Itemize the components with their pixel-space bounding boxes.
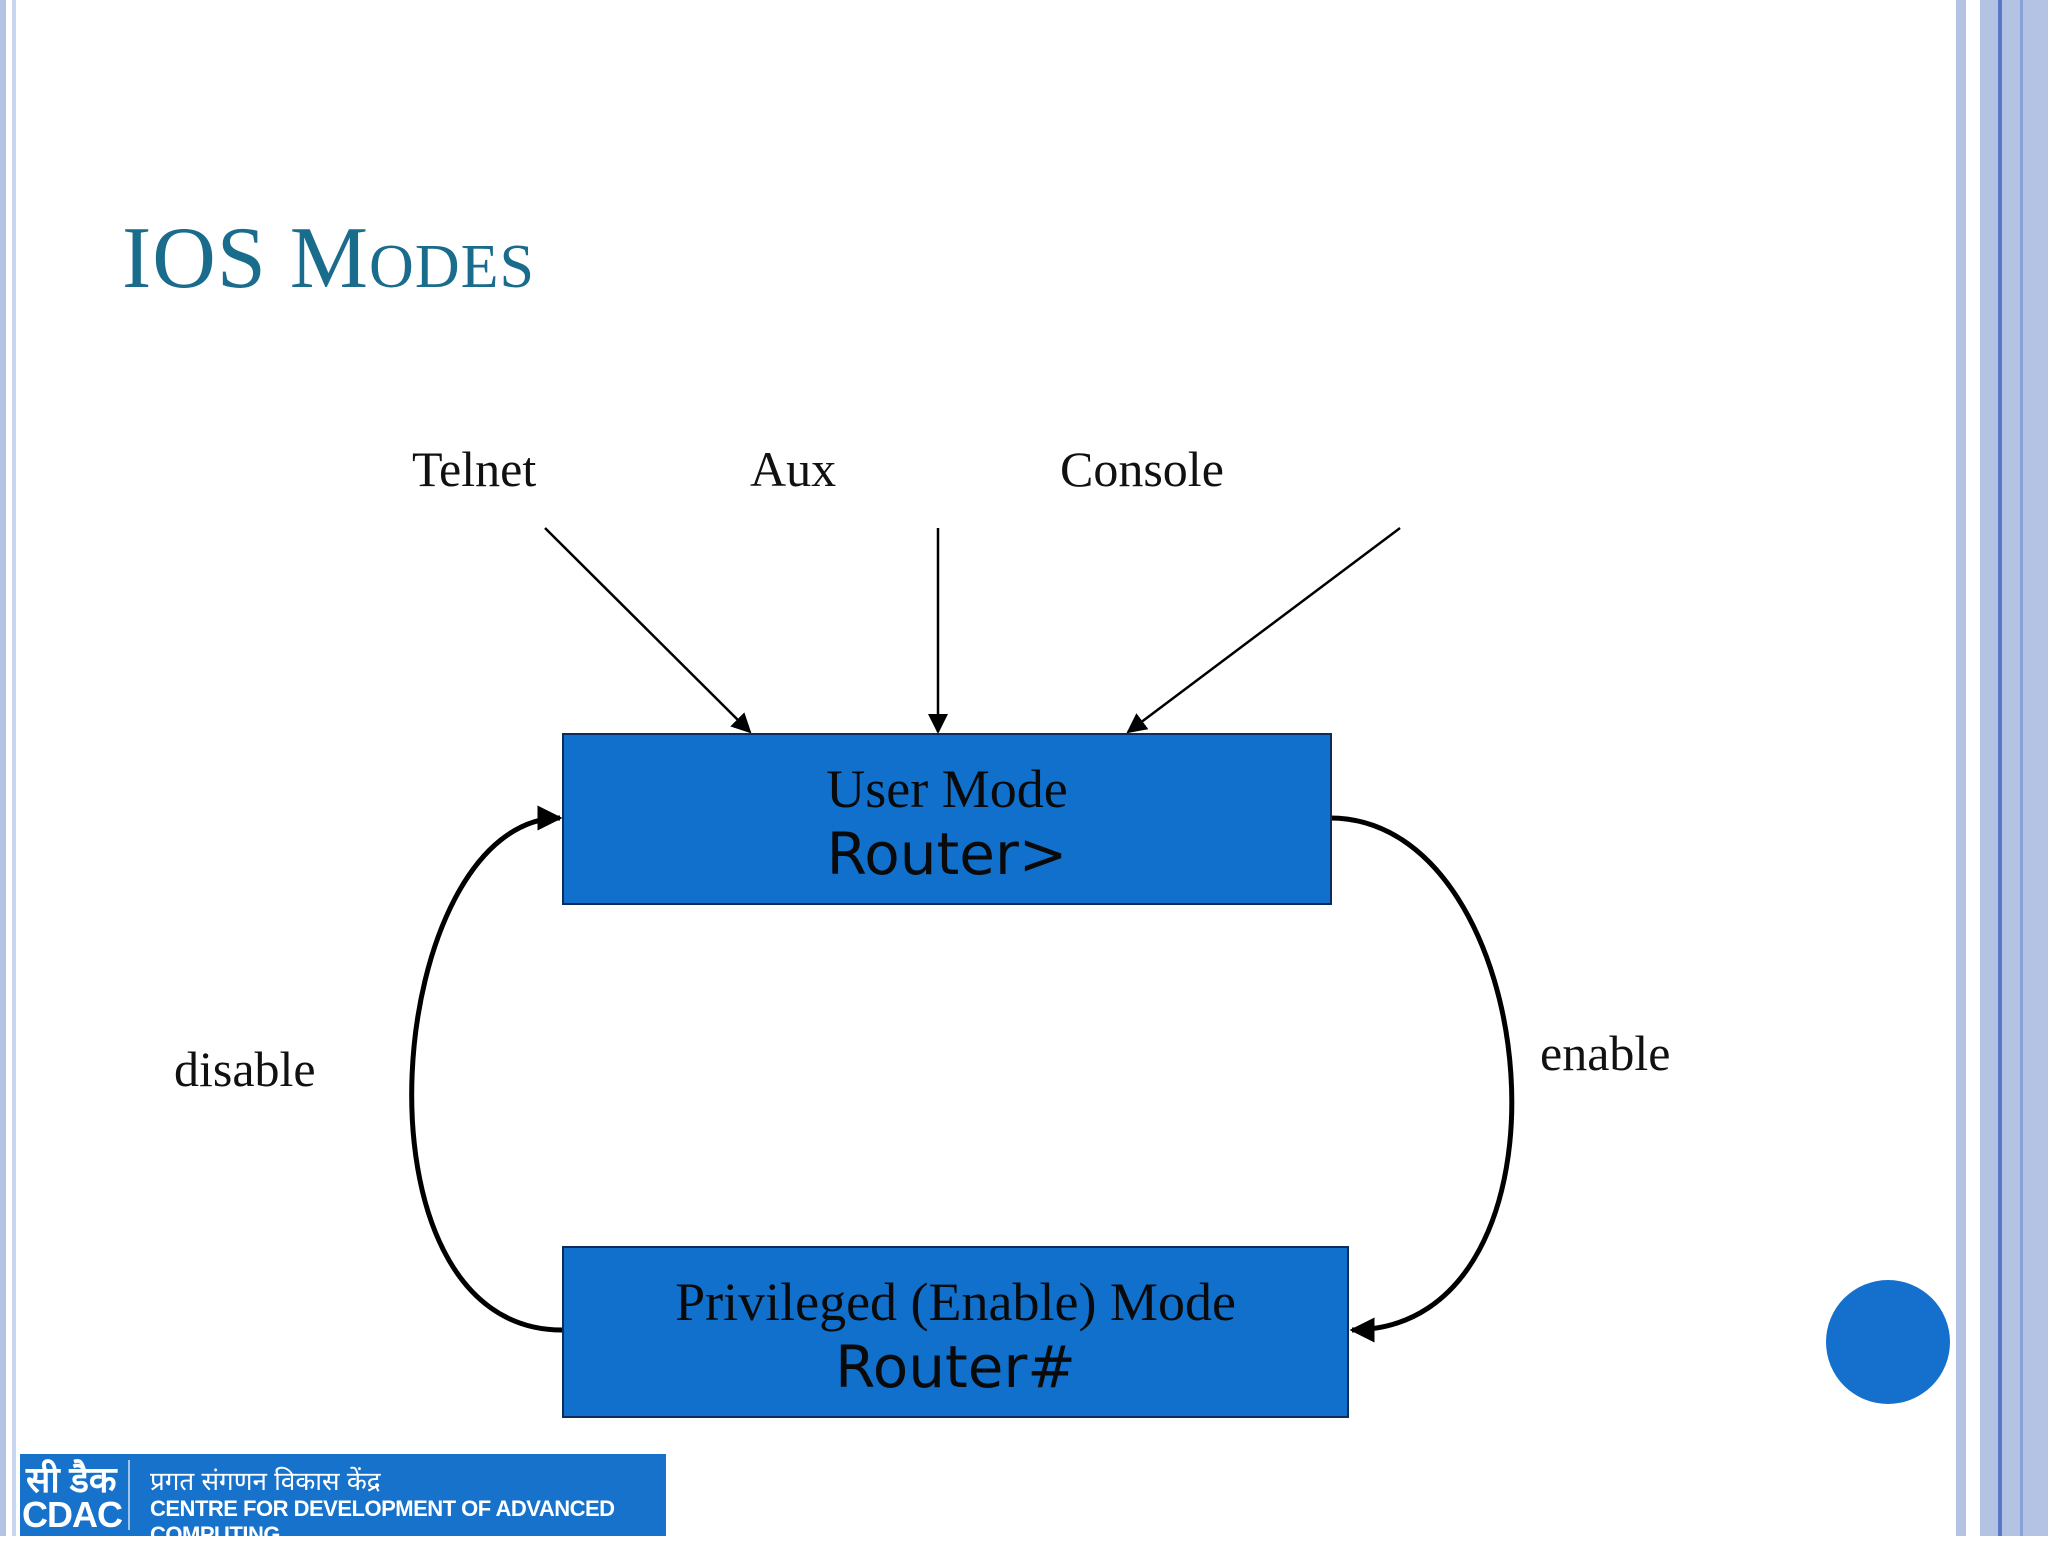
enable-label: enable <box>1540 1025 1671 1081</box>
telnet-label: Telnet <box>412 441 537 497</box>
aux-label: Aux <box>750 441 837 497</box>
right-border-rule <box>1998 0 2002 1536</box>
user-mode-box: User Mode Router> <box>562 733 1332 905</box>
privileged-mode-name: Privileged (Enable) Mode <box>675 1272 1236 1332</box>
accent-dot <box>1826 1280 1950 1404</box>
cdac-logo-mark: सी डैक CDAC <box>20 1454 128 1536</box>
slide-title: IOS Modes <box>122 208 535 309</box>
right-border-rule <box>1956 0 1966 1536</box>
disable-label: disable <box>174 1041 316 1097</box>
cdac-name-english: CENTRE FOR DEVELOPMENT OF ADVANCED COMPU… <box>150 1496 615 1547</box>
slide-title-first: IOS <box>122 210 290 307</box>
user-mode-name: User Mode <box>826 759 1068 819</box>
telnet-arrow <box>544 527 752 734</box>
right-border-rule <box>2020 0 2023 1536</box>
console-arrow <box>1126 527 1401 734</box>
privileged-mode-prompt: Router# <box>835 1333 1076 1401</box>
console-label: Console <box>1060 441 1224 497</box>
cdac-mark-hindi: सी डैक <box>26 1459 117 1500</box>
slide-title-second: Modes <box>289 210 535 307</box>
logo-divider <box>128 1460 130 1530</box>
privileged-mode-box: Privileged (Enable) Mode Router# <box>562 1246 1349 1418</box>
disable-arrow <box>409 805 563 1333</box>
cdac-mark-english: CDAC <box>22 1494 123 1535</box>
user-mode-prompt: Router> <box>826 820 1068 888</box>
cdac-logo: सी डैक CDAC प्रगत संगणन विकास केंद्र CEN… <box>20 1454 666 1547</box>
left-border-rule <box>12 0 16 1536</box>
right-border-rule <box>1980 0 2048 1536</box>
cdac-name-hindi: प्रगत संगणन विकास केंद्र <box>150 1466 381 1496</box>
left-border-rule <box>0 0 6 1536</box>
enable-arrow <box>1329 815 1515 1343</box>
